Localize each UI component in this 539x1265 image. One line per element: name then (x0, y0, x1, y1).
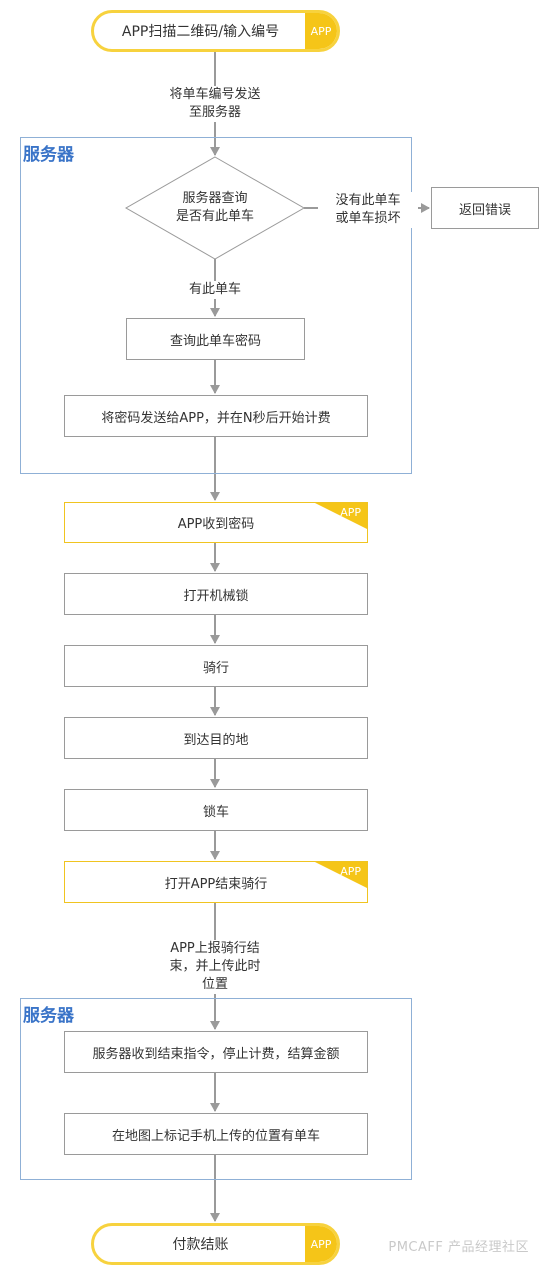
query-password-label: 查询此单车密码 (169, 333, 261, 349)
mark-map-label: 在地图上标记手机上传的位置有单车 (111, 1128, 320, 1144)
start-label: APP扫描二维码/输入编号 (121, 24, 280, 40)
app-end-ride-label: 打开APP结束骑行 (164, 876, 268, 892)
step-ride-label: 骑行 (202, 660, 229, 676)
step-arrive-node: 到达目的地 (64, 717, 368, 759)
server-group-2-title: 服务器 (23, 1006, 74, 1026)
step-unlock-node: 打开机械锁 (64, 573, 368, 615)
receive-end-node: 服务器收到结束指令，停止计费，结算金额 (64, 1031, 368, 1073)
server-group-1: 服务器 (20, 137, 412, 474)
app-receive-label: APP收到密码 (177, 517, 255, 532)
error-node: 返回错误 (431, 187, 539, 229)
start-node: APP扫描二维码/输入编号 APP (91, 10, 340, 52)
app-receive-tag: APP (340, 506, 361, 519)
start-app-tag: APP (305, 13, 337, 49)
app-receive-node: APP收到密码 APP (64, 502, 368, 543)
edge-label-no-bike: 没有此单车 或单车损坏 (318, 192, 418, 228)
app-end-ride-node: 打开APP结束骑行 APP (64, 861, 368, 903)
app-end-ride-corner-tag (315, 862, 367, 888)
watermark-logo: PMCAFF 产品经理社区 (388, 1236, 529, 1255)
step-arrive-label: 到达目的地 (183, 732, 249, 748)
app-receive-corner-tag (315, 503, 367, 529)
server-group-1-title: 服务器 (23, 145, 74, 165)
watermark-text: PMCAFF 产品经理社区 (388, 1240, 529, 1255)
server-group-2: 服务器 (20, 998, 412, 1180)
end-app-tag: APP (305, 1226, 337, 1262)
send-password-label: 将密码发送给APP，并在N秒后开始计费 (101, 410, 331, 426)
query-password-node: 查询此单车密码 (126, 318, 305, 360)
decision-diamond (124, 156, 306, 260)
step-unlock-label: 打开机械锁 (183, 588, 249, 604)
error-label: 返回错误 (458, 202, 511, 218)
end-label: 付款结账 (172, 1237, 229, 1253)
send-password-node: 将密码发送给APP，并在N秒后开始计费 (64, 395, 368, 437)
end-node: 付款结账 APP (91, 1223, 340, 1265)
receive-end-label: 服务器收到结束指令，停止计费，结算金额 (92, 1046, 340, 1062)
app-end-ride-tag: APP (340, 865, 361, 878)
mark-map-node: 在地图上标记手机上传的位置有单车 (64, 1113, 368, 1155)
step-lock-node: 锁车 (64, 789, 368, 831)
decision-label: 服务器查询 是否有此单车 (175, 191, 254, 224)
step-lock-label: 锁车 (202, 804, 229, 820)
edge-label-has-bike: 有此单车 (165, 281, 265, 299)
edge-label-report-end: APP上报骑行结 束，并上传此时 位置 (158, 940, 272, 994)
step-ride-node: 骑行 (64, 645, 368, 687)
edge-label-send-number: 将单车编号发送 至服务器 (150, 86, 280, 122)
